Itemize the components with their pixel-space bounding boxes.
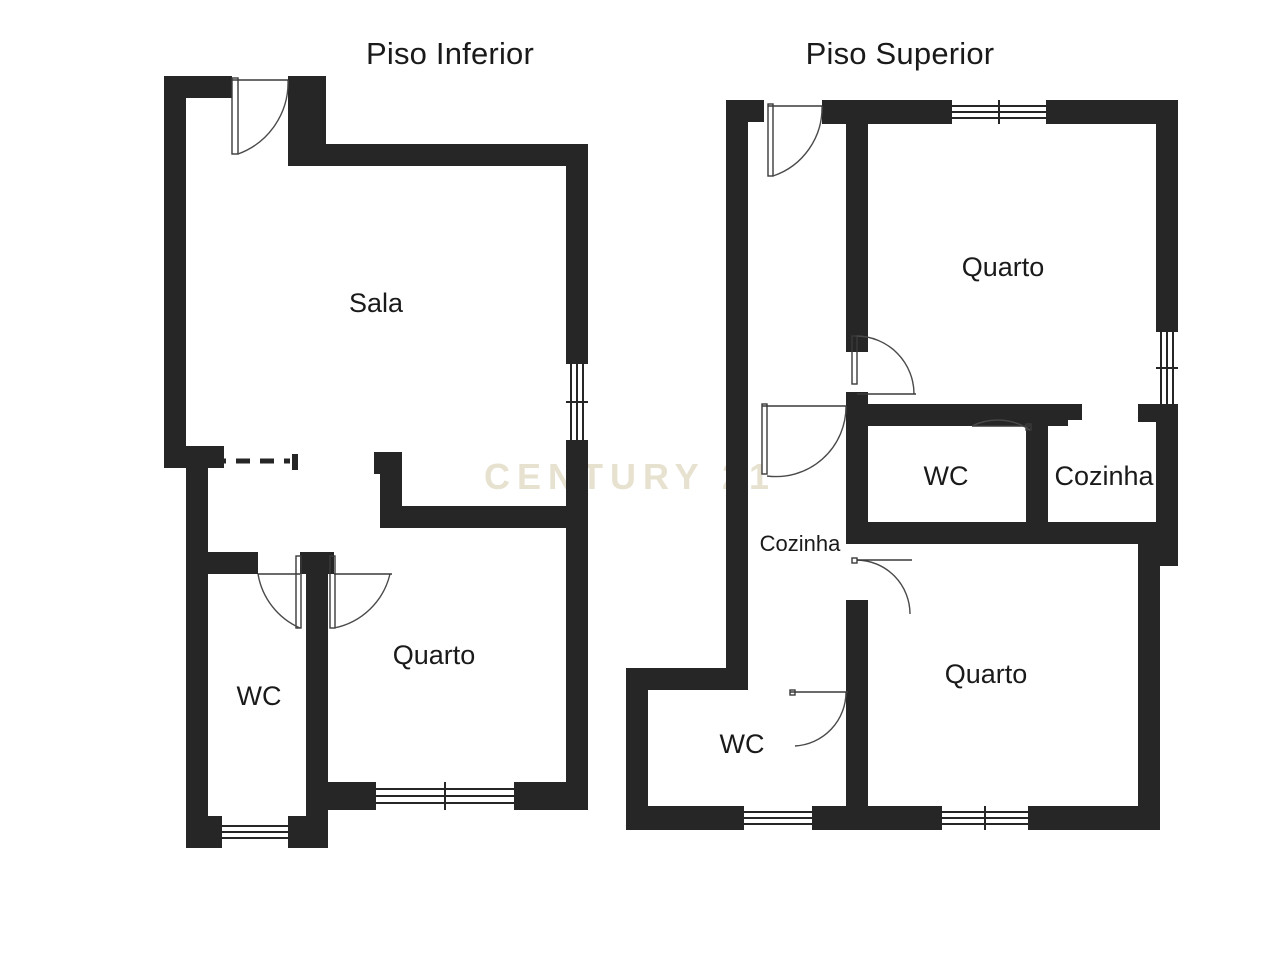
plan-title-upper: Piso Superior <box>805 36 995 71</box>
room-label-quarto-upper-top: Quarto <box>961 252 1045 282</box>
room-label-wc-upper-bottom: WC <box>719 729 765 759</box>
room-label-quarto-upper-bottom: Quarto <box>944 659 1028 689</box>
century21-watermark: CENTURY 21 <box>484 456 777 497</box>
plan-title-lower: Piso Inferior <box>366 36 534 71</box>
room-label-quarto-lower: Quarto <box>392 640 476 670</box>
room-label-wc-lower: WC <box>236 681 282 711</box>
room-label-cozinha-left: Cozinha <box>759 531 841 556</box>
room-label-sala: Sala <box>348 288 404 318</box>
room-label-cozinha-right: Cozinha <box>1054 461 1154 491</box>
room-label-wc-upper-mid: WC <box>923 461 969 491</box>
